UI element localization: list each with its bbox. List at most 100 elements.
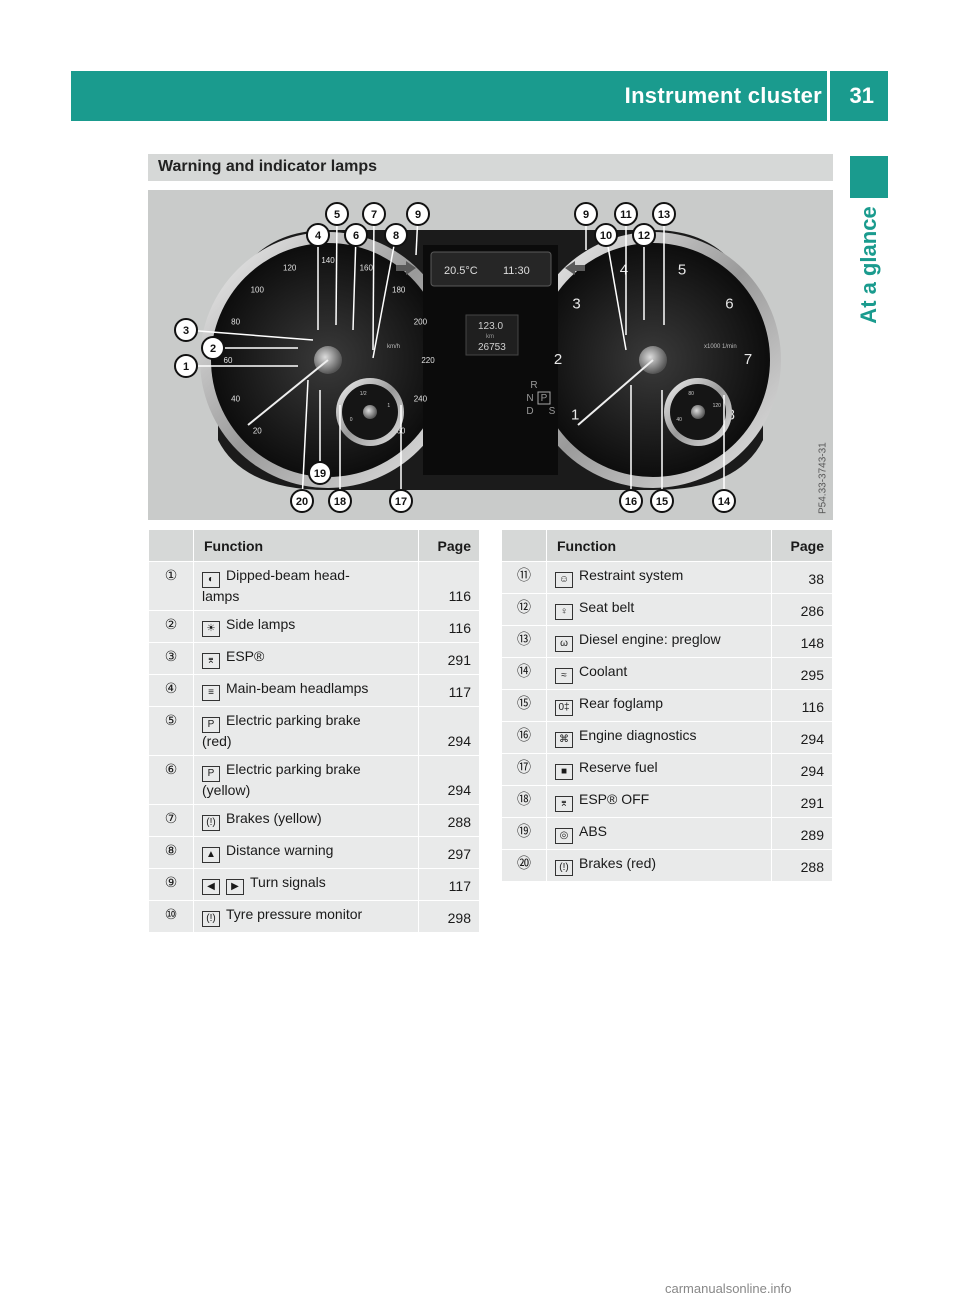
row-number: ⑳	[501, 849, 547, 882]
dipped-beam-icon: ◐	[202, 572, 220, 588]
row-number: ①	[148, 561, 194, 611]
row-number: ⑭	[501, 657, 547, 690]
callout-line	[605, 234, 627, 351]
rpm-tick-label: 1	[571, 407, 579, 424]
callout-balloon	[308, 461, 332, 485]
row-function: ■Reserve fuel	[546, 753, 772, 786]
rpm-tick-label: 5	[678, 262, 686, 279]
speed-tick-label: 180	[392, 285, 406, 294]
row-number: ⑪	[501, 561, 547, 594]
row-page: 148	[771, 625, 833, 658]
header-divider	[827, 71, 830, 121]
callout-number: 16	[625, 496, 637, 508]
callout-balloon	[174, 354, 198, 378]
speed-tick-label: 140	[321, 256, 335, 265]
callout-balloon	[306, 223, 330, 247]
row-page: 289	[771, 817, 833, 850]
brakes-icon: (!)	[555, 860, 573, 876]
callout-balloon	[650, 489, 674, 513]
callout-line	[185, 329, 314, 341]
gear-letter: R	[530, 380, 537, 391]
rpm-tick-label: 2	[554, 351, 562, 368]
row-label: Turn signals	[250, 874, 326, 890]
rpm-unit: x1000 1/min	[704, 344, 737, 350]
callout-balloon	[574, 202, 598, 226]
row-page: 294	[771, 721, 833, 754]
callout-balloon	[290, 489, 314, 513]
row-number: ⑯	[501, 721, 547, 754]
callout-balloon	[325, 202, 349, 226]
row-label: Electric parking brake (red)	[202, 712, 361, 749]
table-header-page: Page	[771, 529, 833, 562]
turn-right-arrow	[565, 261, 585, 275]
row-label: ESP® OFF	[579, 791, 650, 807]
side-chapter-label: At a glance	[856, 206, 881, 324]
display-odometer: 26753	[478, 342, 506, 353]
row-number: ⑦	[148, 804, 194, 837]
row-number: ⑫	[501, 593, 547, 626]
table-row: ⑳(!)Brakes (red)288	[501, 849, 833, 882]
callout-number: 18	[334, 496, 346, 508]
gear-letter: D	[526, 406, 533, 417]
row-page: 117	[418, 868, 480, 901]
table-header-num	[501, 529, 547, 562]
table-row: ③⌆ESP®291	[148, 642, 480, 675]
row-label: Dipped-beam head- lamps	[202, 567, 350, 604]
row-function: ⌆ESP®	[193, 642, 419, 675]
row-number: ⑥	[148, 755, 194, 805]
callout-balloon	[201, 336, 225, 360]
row-label: Brakes (red)	[579, 855, 657, 871]
table-row: ⑦(!)Brakes (yellow)288	[148, 804, 480, 837]
callout-number: 6	[353, 230, 359, 242]
row-number: ②	[148, 610, 194, 643]
callout-balloon	[384, 223, 408, 247]
coolant-icon: ≈	[555, 668, 573, 684]
speed-tick-label: 40	[231, 394, 240, 403]
speed-tick-label: 100	[251, 285, 265, 294]
callout-number: 20	[296, 496, 308, 508]
callout-number: 9	[583, 209, 589, 221]
fuel-tick-label: 0	[350, 417, 353, 423]
row-function: ≈Coolant	[546, 657, 772, 690]
section-heading-text: Warning and indicator lamps	[158, 158, 377, 175]
row-number: ⑤	[148, 706, 194, 756]
table-header-function: Function	[546, 529, 772, 562]
row-label: Engine diagnostics	[579, 727, 697, 743]
row-number: ⑧	[148, 836, 194, 869]
gear-letter: N	[526, 393, 533, 404]
row-number: ⑬	[501, 625, 547, 658]
row-label: Diesel engine: preglow	[579, 631, 721, 647]
row-label: Rear foglamp	[579, 695, 664, 711]
parking-brake-icon: P	[202, 717, 220, 733]
row-function: ⌆ ESP® OFF	[546, 785, 772, 818]
esp-off-icon: ⌆	[555, 796, 573, 812]
row-function: ♀Seat belt	[546, 593, 772, 626]
brakes-icon: (!)	[202, 815, 220, 831]
row-function: 0‡Rear foglamp	[546, 689, 772, 722]
callout-balloon	[632, 223, 656, 247]
row-label: Seat belt	[579, 599, 635, 615]
callout-line	[301, 379, 309, 502]
header-bar: Instrument cluster 31	[71, 71, 888, 121]
callout-number: 15	[656, 496, 668, 508]
row-page: 117	[418, 674, 480, 707]
callout-number: 17	[395, 496, 407, 508]
table-header-function: Function	[193, 529, 419, 562]
callout-number: 1	[183, 361, 189, 373]
callout-number: 5	[334, 209, 340, 221]
callout-number: 19	[314, 468, 326, 480]
speed-tick-label: 20	[253, 427, 262, 436]
row-function: ⌘Engine diagnostics	[546, 721, 772, 754]
